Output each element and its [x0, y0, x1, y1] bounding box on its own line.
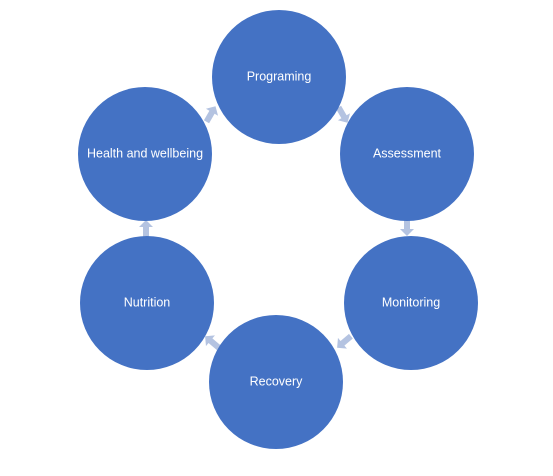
- node-label: Health and wellbeing: [87, 146, 203, 160]
- node-nutrition: Nutrition: [80, 236, 214, 370]
- node-circle: [212, 10, 346, 144]
- node-label: Assessment: [373, 146, 442, 160]
- arrow-recovery-to-nutrition: [205, 335, 221, 351]
- node-circle: [209, 315, 343, 449]
- node-assessment: Assessment: [340, 87, 474, 221]
- node-label: Recovery: [250, 374, 304, 388]
- node-label: Nutrition: [124, 295, 171, 309]
- node-circle: [78, 87, 212, 221]
- arrow-health-to-programing: [203, 106, 219, 124]
- node-programing: Programing: [212, 10, 346, 144]
- node-label: Programing: [247, 69, 312, 83]
- connector-arrows: [139, 105, 414, 351]
- arrow-programing-to-assessment: [335, 105, 351, 123]
- arrow-assessment-to-monitoring: [400, 218, 414, 236]
- node-circle: [340, 87, 474, 221]
- node-circle: [80, 236, 214, 370]
- node-label: Monitoring: [382, 295, 440, 309]
- node-health-and-wellbeing: Health and wellbeing: [78, 87, 212, 221]
- arrow-monitoring-to-recovery: [337, 333, 353, 349]
- node-monitoring: Monitoring: [344, 236, 478, 370]
- arrow-nutrition-to-health: [139, 220, 153, 238]
- node-circle: [344, 236, 478, 370]
- node-recovery: Recovery: [209, 315, 343, 449]
